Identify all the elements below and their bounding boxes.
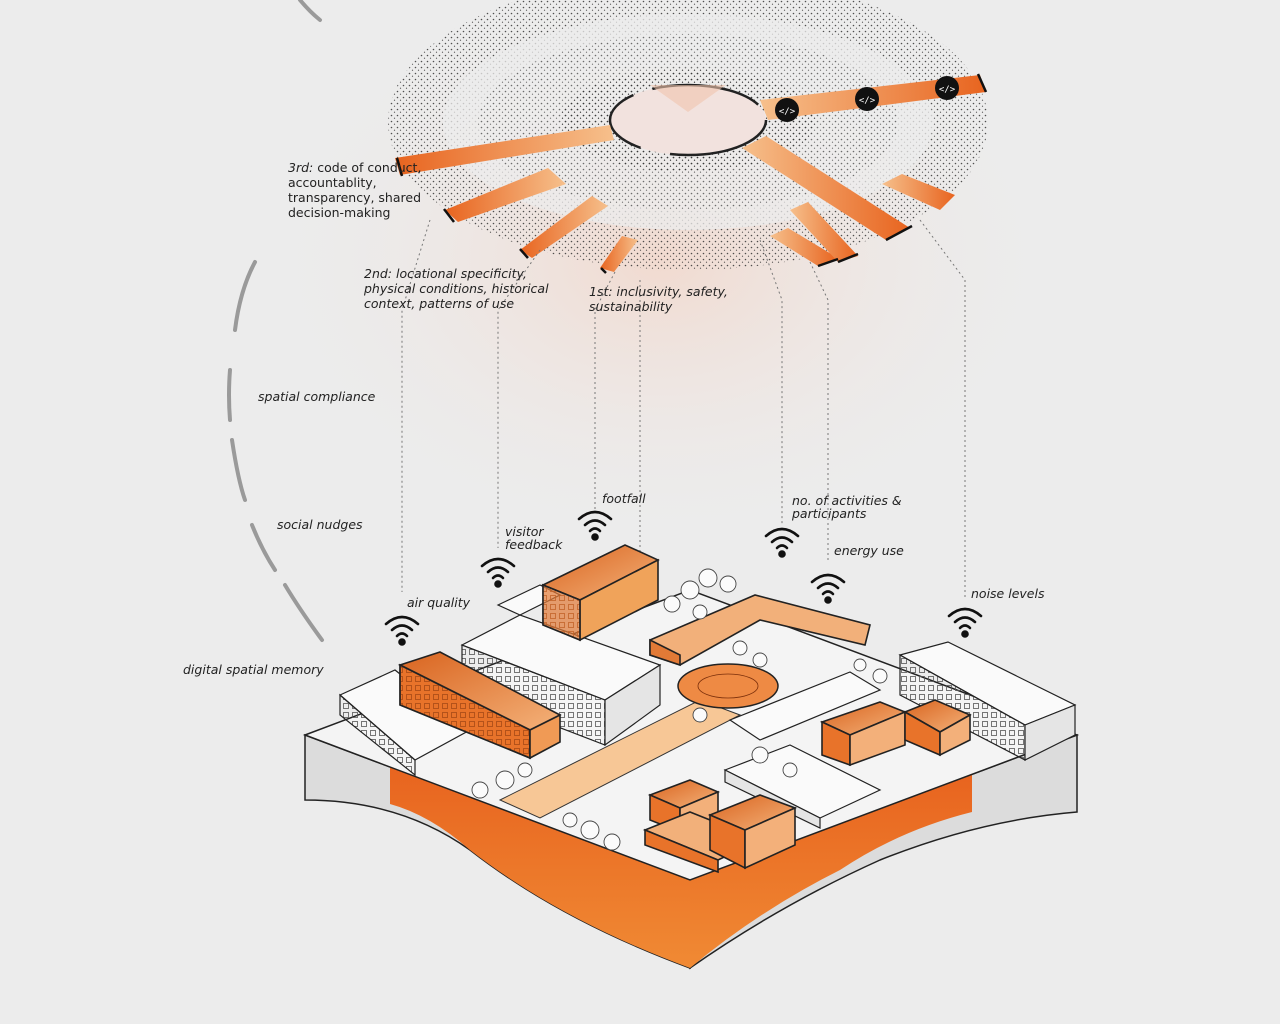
layer-spatial-compliance: spatial compliance (258, 389, 376, 404)
tier-second-label: 2nd: locational specificity, physical co… (364, 266, 549, 311)
code-badge-icon: </> (935, 76, 959, 100)
svg-text:</>: </> (779, 107, 796, 117)
block-orange-band-left (390, 767, 690, 968)
block-orange-band-right (690, 775, 972, 968)
tier-first-label: 1st: inclusivity, safety, sustainability (589, 284, 728, 314)
block-right-side (689, 733, 1078, 970)
sensor-activities: no. of activities & participants (792, 493, 902, 521)
wifi-icon (577, 510, 613, 541)
highlighted-buildings (397, 544, 972, 874)
wifi-icon (384, 615, 420, 646)
code-badges: </> </> </> (775, 76, 959, 122)
trees (471, 568, 888, 851)
layer-digital-spatial-memory: digital spatial memory (183, 662, 324, 677)
svg-text:</>: </> (859, 96, 876, 106)
wifi-icon (947, 607, 983, 638)
sensor-air-quality: air quality (407, 595, 471, 610)
wifi-icon (810, 573, 846, 604)
sensor-footfall: footfall (602, 491, 646, 506)
wifi-icon (480, 557, 516, 588)
city-block (302, 544, 1080, 970)
wifi-icon (764, 527, 800, 558)
plaza (677, 663, 779, 709)
sensor-noise-levels: noise levels (971, 586, 1045, 601)
layer-social-nudges: social nudges (277, 517, 363, 532)
layer-arc (227, 0, 324, 642)
tier-third-label: 3rd: code of conduct, accountablity, tra… (288, 160, 422, 220)
svg-text:</>: </> (939, 85, 956, 95)
sensor-energy-use: energy use (834, 543, 904, 558)
sensor-visitor-feedback: visitor feedback (505, 524, 563, 552)
code-badge-icon: </> (775, 98, 799, 122)
code-badge-icon: </> (855, 87, 879, 111)
